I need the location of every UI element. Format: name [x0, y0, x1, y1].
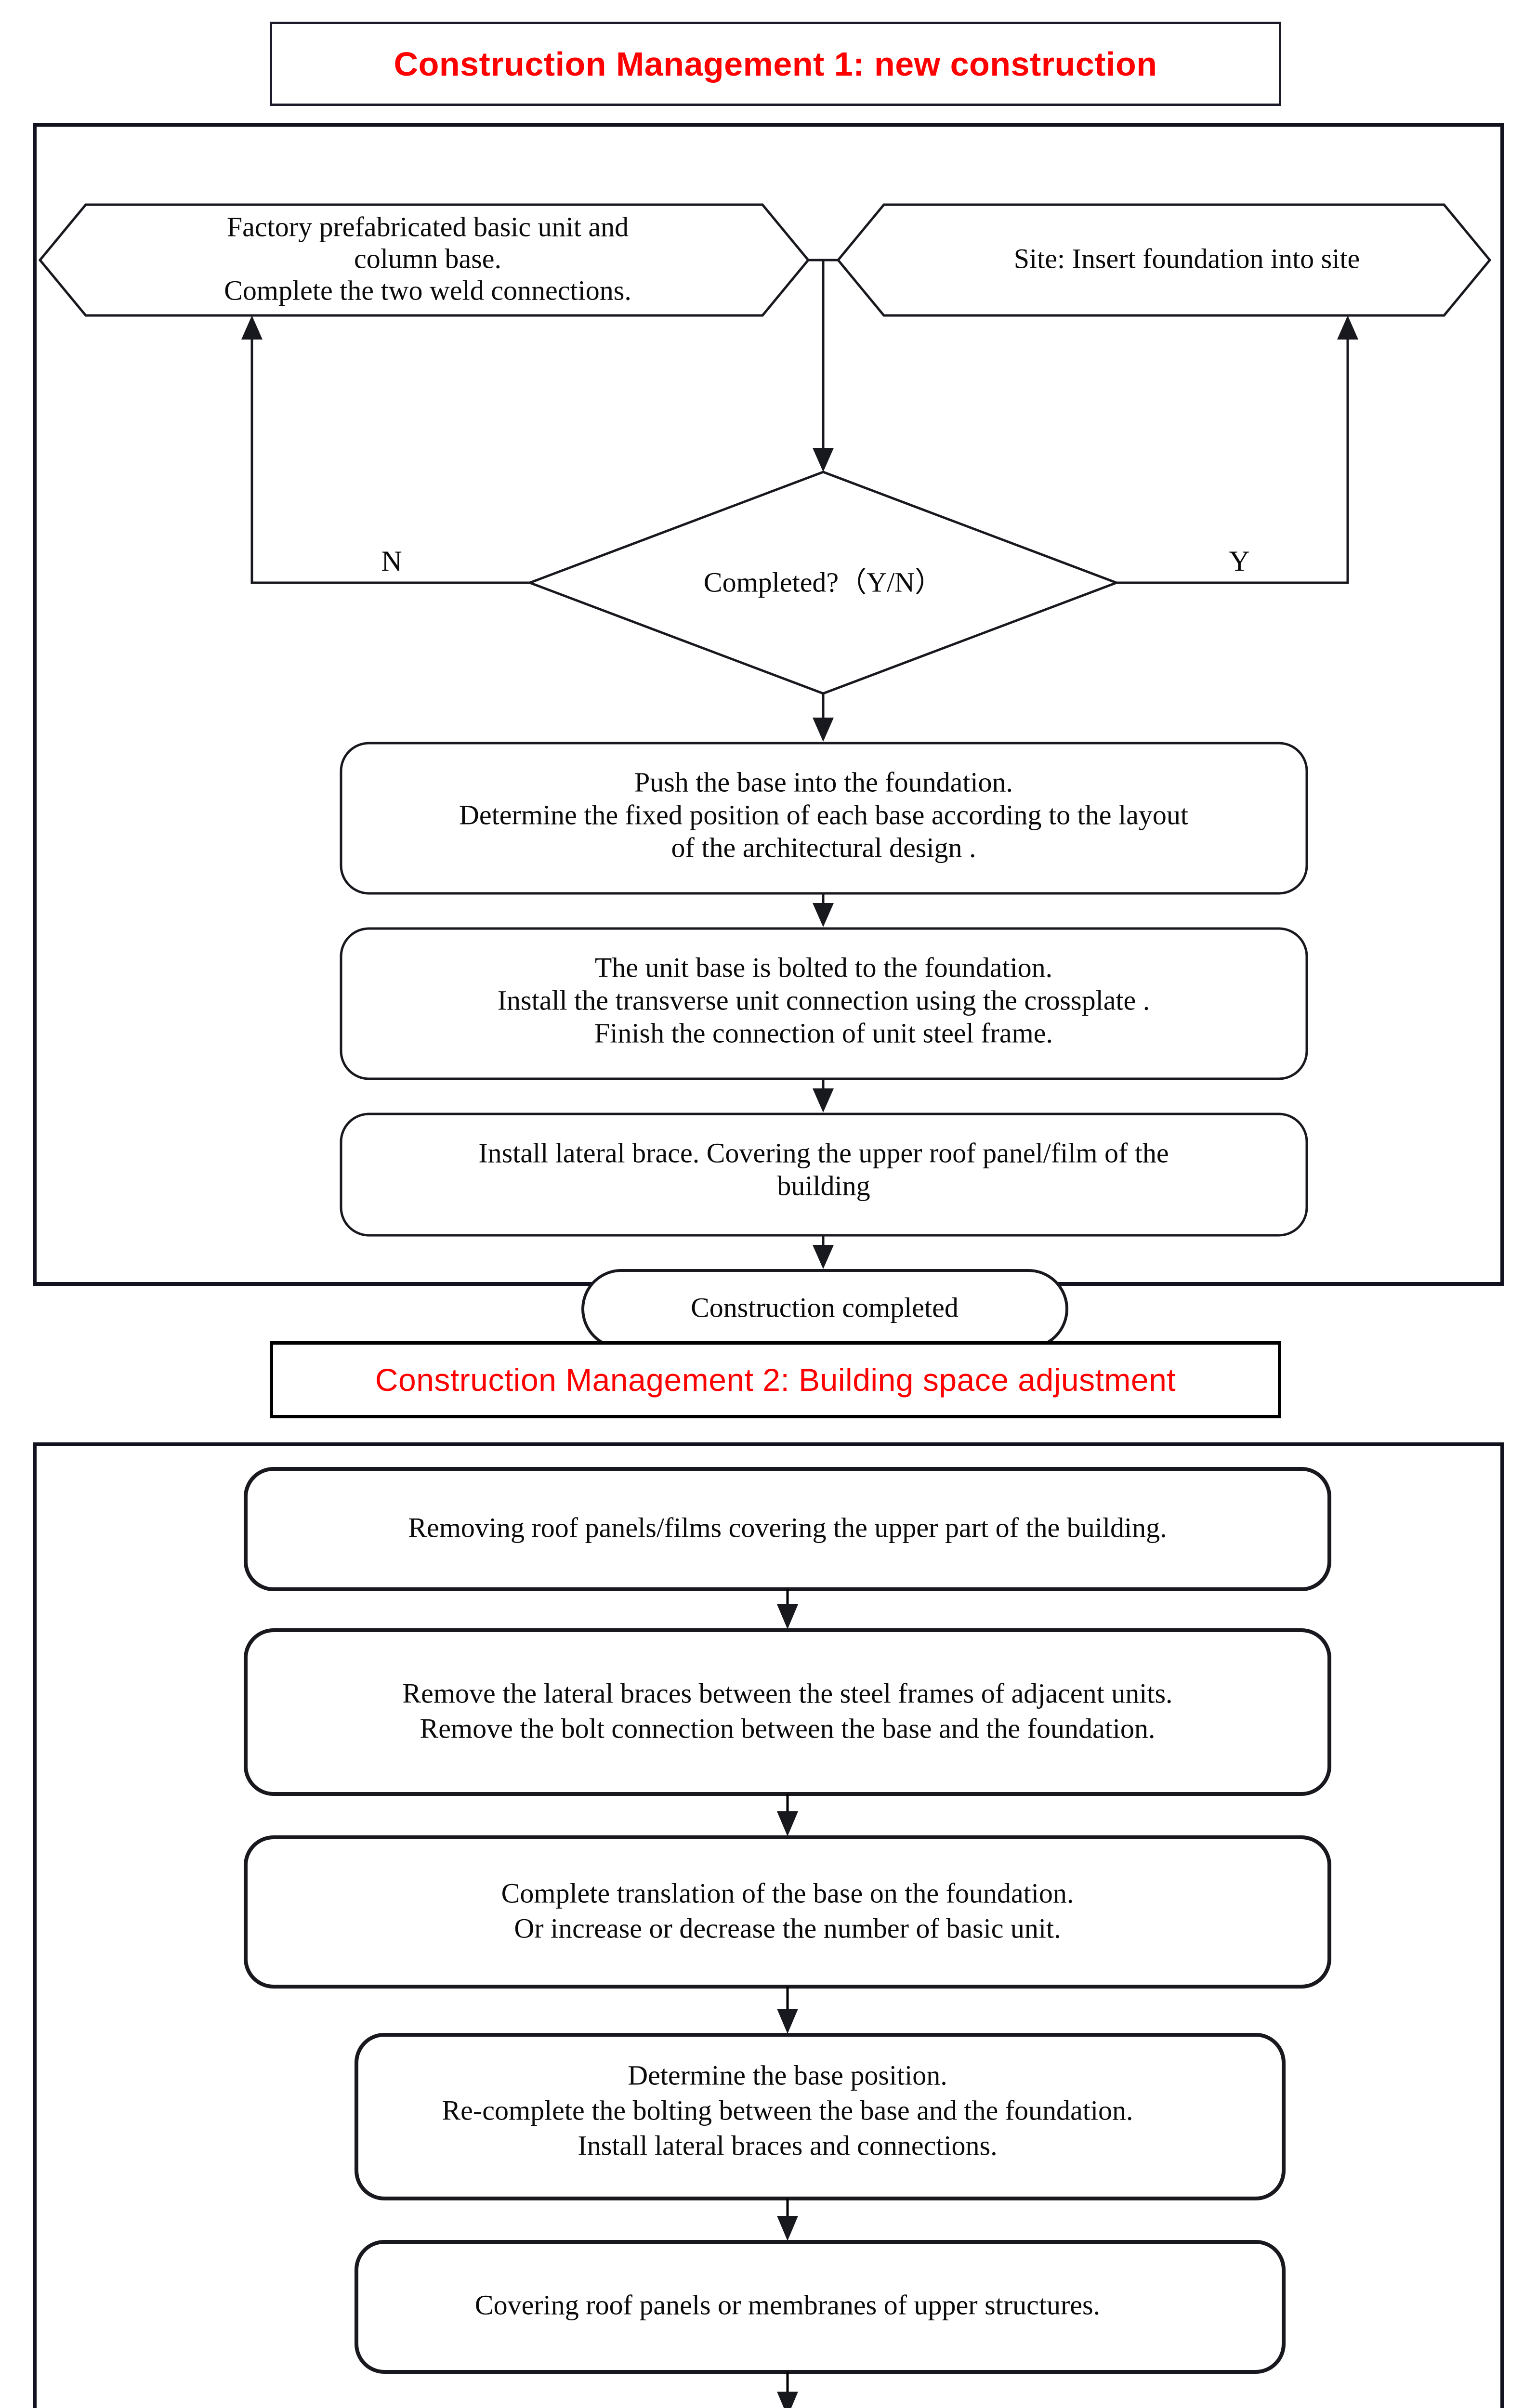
- connector-step-1-to-step-2: [813, 893, 834, 927]
- p2-step-3-line-1: Complete translation of the base on the …: [501, 1877, 1074, 1909]
- terminal-1-line-1: Construction completed: [691, 1292, 959, 1323]
- branch-label-yes: Y: [1229, 545, 1249, 577]
- factory-hexagon-line-3: Complete the two weld connections.: [224, 275, 631, 306]
- connector-hexagons-to-decision: [808, 259, 838, 472]
- connector-p2-step-3-to-step-4: [777, 1987, 798, 2034]
- connector-p2-step-5-to-terminal: [777, 2372, 798, 2408]
- section-1-flowchart: Factory prefabricated basic unit and col…: [38, 203, 1492, 1349]
- section-1-title-text: Construction Management 1: new construct…: [394, 45, 1157, 83]
- connector-p2-step-1-to-step-2: [777, 1589, 798, 1629]
- factory-hexagon-line-1: Factory prefabricated basic unit and: [227, 211, 629, 242]
- connector-step-2-to-step-3: [813, 1079, 834, 1112]
- node-step-1-push-base[interactable]: Push the base into the foundation. Deter…: [340, 742, 1308, 895]
- connector-decision-to-step-1: [813, 694, 834, 742]
- node-decision-completed[interactable]: Completed?（Y/N）: [526, 471, 1120, 695]
- node-step-3-lateral-brace[interactable]: Install lateral brace. Covering the uppe…: [340, 1112, 1308, 1237]
- node-step-5-covering-roof-panels[interactable]: Covering roof panels or membranes of upp…: [355, 2240, 1286, 2374]
- section-2-title: Construction Management 2: Building spac…: [270, 1341, 1281, 1418]
- node-factory-hexagon[interactable]: Factory prefabricated basic unit and col…: [38, 203, 810, 317]
- p2-step-4-line-1: Determine the base position.: [628, 2059, 947, 2091]
- factory-hexagon-line-2: column base.: [354, 243, 501, 274]
- branch-label-no: N: [381, 545, 402, 577]
- section-2-title-text: Construction Management 2: Building spac…: [375, 1362, 1176, 1398]
- node-step-4-determine-base-position[interactable]: Determine the base position. Re-complete…: [355, 2033, 1286, 2200]
- p2-step-2-line-2: Remove the bolt connection between the b…: [420, 1713, 1156, 1744]
- step-2-line-1: The unit base is bolted to the foundatio…: [595, 952, 1052, 983]
- p2-step-5-line-1: Covering roof panels or membranes of upp…: [475, 2289, 1100, 2320]
- connector-step-3-to-terminal: [813, 1235, 834, 1269]
- step-3-line-1: Install lateral brace. Covering the uppe…: [478, 1137, 1169, 1168]
- p2-step-1-line-1: Removing roof panels/films covering the …: [408, 1512, 1167, 1543]
- decision-label: Completed?（Y/N）: [704, 566, 943, 598]
- connector-yes-branch: Y: [1117, 315, 1358, 584]
- step-3-line-2: building: [777, 1170, 870, 1201]
- p2-step-3-line-2: Or increase or decrease the number of ba…: [514, 1912, 1061, 1944]
- p2-step-4-line-3: Install lateral braces and connections.: [578, 2130, 997, 2161]
- site-hexagon-line-1: Site: Insert foundation into site: [1014, 243, 1360, 274]
- step-1-line-3: of the architectural design .: [671, 832, 976, 863]
- node-step-3-complete-translation[interactable]: Complete translation of the base on the …: [244, 1835, 1331, 1989]
- p2-step-2-line-1: Remove the lateral braces between the st…: [402, 1677, 1172, 1709]
- node-step-1-removing-roof-panels[interactable]: Removing roof panels/films covering the …: [244, 1467, 1331, 1591]
- connector-p2-step-2-to-step-3: [777, 1794, 798, 1836]
- step-1-line-1: Push the base into the foundation.: [634, 766, 1013, 798]
- step-2-line-3: Finish the connection of unit steel fram…: [594, 1017, 1053, 1048]
- node-terminal-construction-completed[interactable]: Construction completed: [581, 1269, 1068, 1349]
- node-step-2-bolt-base[interactable]: The unit base is bolted to the foundatio…: [340, 927, 1308, 1080]
- section-1-title: Construction Management 1: new construct…: [270, 22, 1281, 106]
- p2-step-4-line-2: Re-complete the bolting between the base…: [442, 2094, 1133, 2126]
- connector-p2-step-4-to-step-5: [777, 2199, 798, 2241]
- step-2-line-2: Install the transverse unit connection u…: [498, 984, 1150, 1016]
- node-step-2-remove-braces[interactable]: Remove the lateral braces between the st…: [244, 1628, 1331, 1796]
- connector-no-branch: N: [241, 315, 530, 584]
- section-2-flowchart: Removing roof panels/films covering the …: [244, 1467, 1331, 2408]
- node-site-hexagon[interactable]: Site: Insert foundation into site: [836, 203, 1492, 317]
- step-1-line-2: Determine the fixed position of each bas…: [459, 799, 1188, 830]
